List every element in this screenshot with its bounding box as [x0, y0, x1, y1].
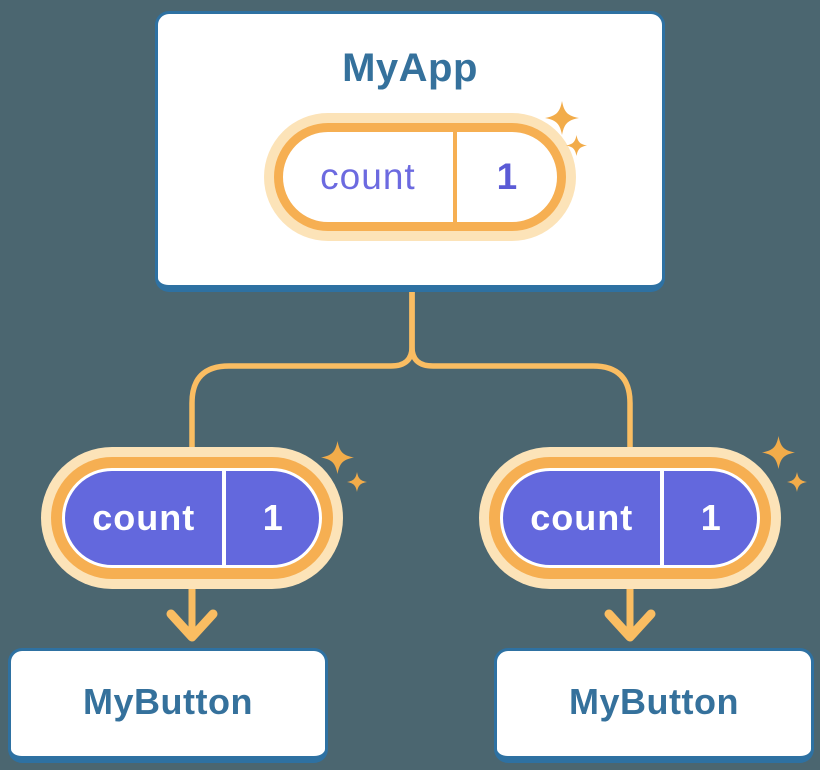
state-key: count [92, 497, 196, 538]
sparkle-icon [321, 441, 354, 474]
state-pill-child-right: count 1 [500, 468, 760, 568]
sparkle-icon [347, 472, 367, 492]
connector-branch-left [189, 290, 415, 460]
component-title: MyButton [569, 680, 739, 722]
state-key-cell: count [65, 471, 222, 565]
state-key-cell: count [503, 471, 660, 565]
component-card-mybutton-left: MyButton [8, 648, 328, 763]
sparkle-icon [787, 472, 807, 492]
sparkle-icon [545, 101, 579, 135]
arrow-down-left-icon [166, 580, 218, 642]
arrow-down-right-icon [604, 580, 656, 642]
state-pill-root: count 1 [274, 123, 566, 231]
state-value: 1 [700, 497, 721, 538]
state-value-cell: 1 [660, 471, 757, 565]
sparkle-icon [762, 436, 795, 469]
state-key-cell: count [283, 132, 453, 222]
state-value: 1 [496, 156, 518, 197]
state-value-cell: 1 [452, 132, 557, 222]
component-card-myapp: MyApp [155, 11, 665, 292]
state-value: 1 [262, 497, 283, 538]
state-value-cell: 1 [222, 471, 319, 565]
component-title: MyButton [83, 680, 253, 722]
sparkle-icon [566, 135, 587, 156]
state-key: count [530, 497, 634, 538]
component-card-mybutton-right: MyButton [494, 648, 814, 763]
state-pill-child-left: count 1 [62, 468, 322, 568]
state-key: count [320, 156, 416, 197]
connector-branch-right [409, 290, 633, 460]
component-title: MyApp [342, 46, 478, 90]
